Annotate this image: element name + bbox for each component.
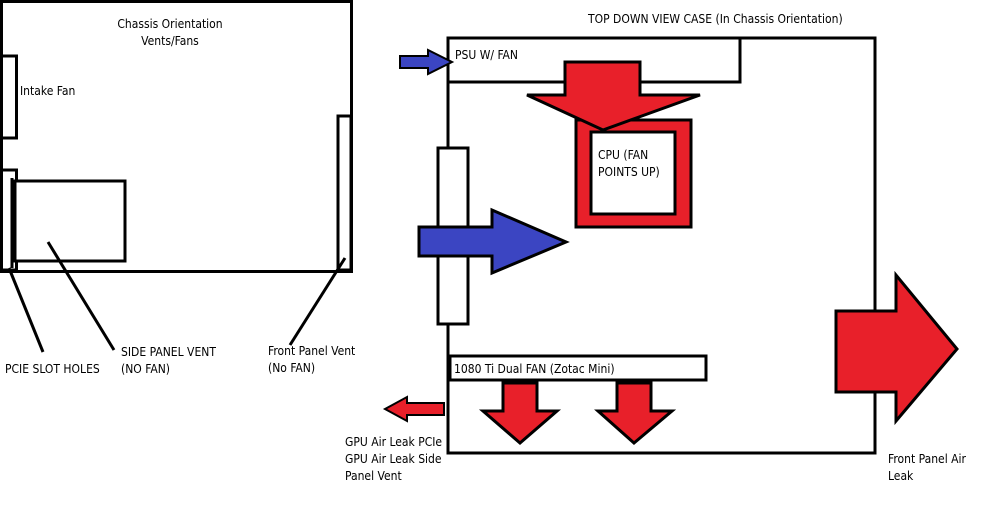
side-panel-vent-label: SIDE PANEL VENT (NO FAN)	[121, 344, 216, 378]
cpu-label-line1: CPU (FAN	[598, 148, 649, 162]
psu-exhaust-arrow	[526, 60, 701, 132]
gpu-leak-line3: Panel Vent	[345, 469, 402, 483]
gpu-leak-line2: GPU Air Leak Side	[345, 452, 442, 466]
gpu-box	[448, 354, 708, 382]
gpu-label: 1080 Ti Dual FAN (Zotac Mini)	[454, 362, 615, 376]
pcie-slot-holes-label: PCIE SLOT HOLES	[5, 362, 100, 376]
front-panel-vent-label: Front Panel Vent (No FAN)	[268, 343, 355, 377]
pointer-pcie	[7, 267, 45, 353]
front-exhaust-arrow	[834, 270, 959, 426]
gpu-leak-line1: GPU Air Leak PCIe	[345, 435, 443, 449]
front-leak-line1: Front Panel Air	[888, 452, 966, 466]
chassis-title: Chassis Orientation Vents/Fans	[100, 16, 240, 50]
chassis-title-line1: Chassis Orientation	[117, 17, 223, 31]
psu-label: PSU W/ FAN	[455, 48, 519, 62]
front-leak-line2: Leak	[888, 469, 914, 483]
front-leak-label: Front Panel Air Leak	[888, 451, 966, 485]
front-panel-vent	[336, 114, 353, 272]
case-top-view	[382, 36, 959, 455]
chassis-title-line2: Vents/Fans	[141, 34, 199, 48]
intake-arrow	[417, 207, 570, 276]
pointer-front-vent	[288, 257, 347, 346]
gpu-leak-arrow	[382, 395, 445, 423]
front-panel-vent-line2: (No FAN)	[268, 361, 316, 375]
gpu-exhaust-arrow-2	[594, 381, 677, 445]
top-view-title: TOP DOWN VIEW CASE (In Chassis Orientati…	[588, 12, 843, 26]
side-panel-vent-line2: (NO FAN)	[121, 362, 170, 376]
pointer-side-vent	[46, 241, 116, 351]
gpu-exhaust-arrow-1	[478, 381, 562, 445]
psu-intake-arrow	[399, 48, 455, 76]
side-panel-vent-line1: SIDE PANEL VENT	[121, 345, 216, 359]
front-panel-vent-line1: Front Panel Vent	[268, 344, 356, 358]
gpu-leak-label: GPU Air Leak PCIe GPU Air Leak Side Pane…	[345, 434, 442, 485]
intake-fan-slot	[0, 54, 18, 140]
intake-fan-label: Intake Fan	[20, 84, 76, 98]
cpu-label: CPU (FAN POINTS UP)	[598, 147, 660, 181]
cpu-label-line2: POINTS UP)	[598, 165, 660, 179]
chassis-side-view	[0, 0, 353, 353]
cpu-inner	[589, 130, 677, 216]
side-panel-vent	[13, 179, 127, 263]
